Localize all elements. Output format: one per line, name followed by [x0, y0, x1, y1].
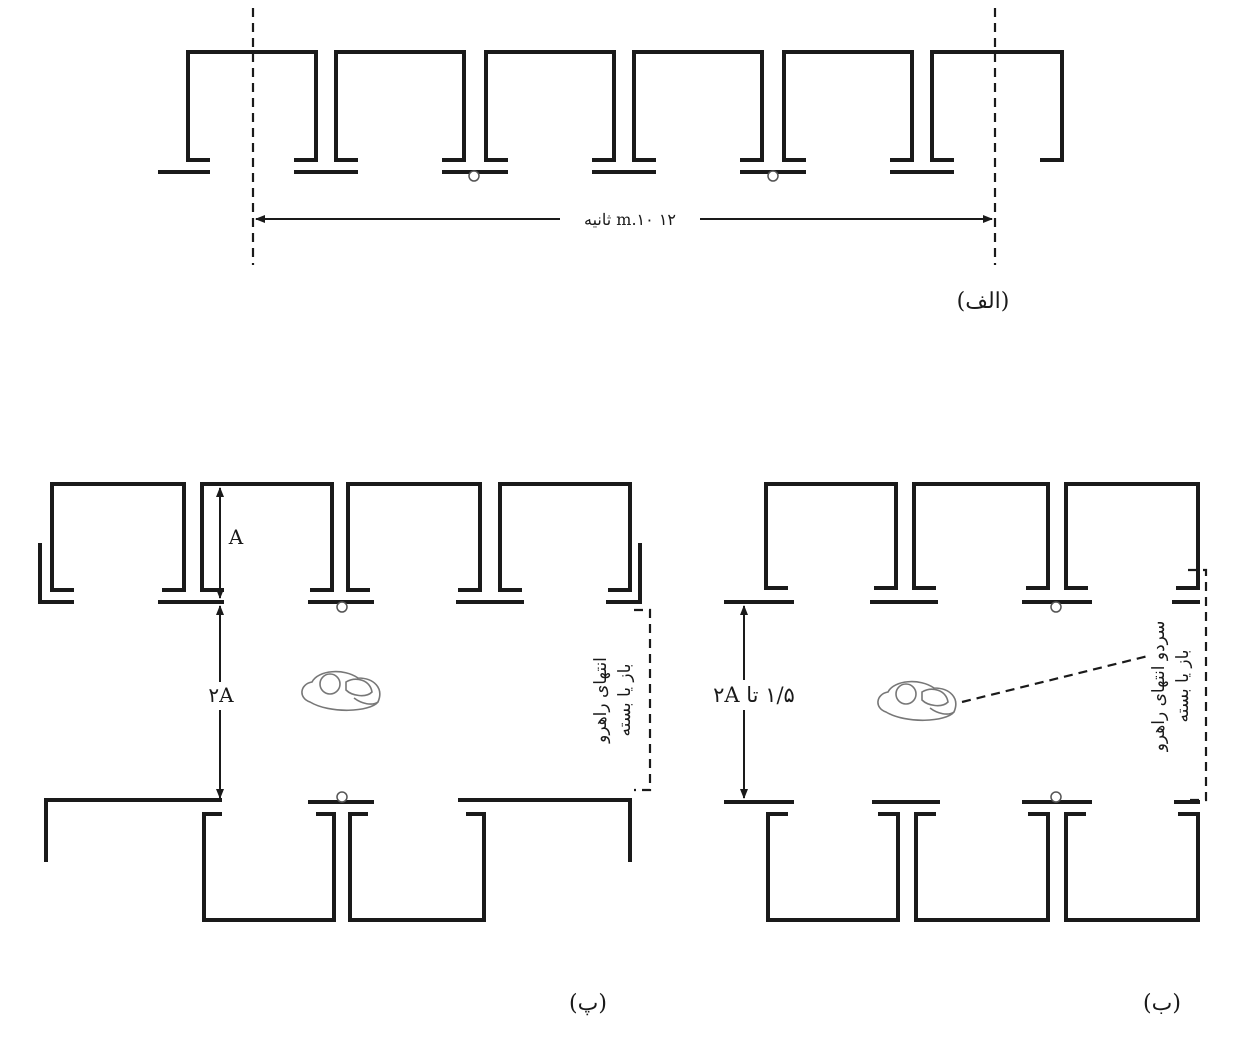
corridor-end-bracket: [634, 608, 652, 792]
panel-b-bottom-rooms: [724, 800, 1200, 922]
panel-label-b: (ب): [1143, 991, 1181, 1016]
panel-label-p: (پ): [569, 991, 607, 1016]
corridor-end-bracket: [1188, 568, 1208, 802]
corridor-note-line2: باز یا بسته: [1173, 650, 1193, 723]
panel-p-top-rooms: [38, 482, 642, 604]
panel-p: A ۲A انتهای راهرو باز یا بسته (پ): [38, 482, 652, 1016]
pointer-line: [961, 654, 1149, 704]
dimension-label-a: ۱۲ m.۱۰ ثانیه: [584, 210, 676, 229]
ceiling-lamp-icon: [767, 170, 779, 182]
panel-a-rooms: [158, 50, 1064, 174]
corridor-width-label: ۱/۵ تا ۲A: [713, 683, 795, 707]
ceiling-lamp-icon: [336, 601, 348, 613]
panel-label-a: (الف): [957, 289, 1010, 314]
panel-p-bottom-rooms: [44, 798, 632, 922]
corridor-note-line2: باز یا بسته: [615, 664, 635, 737]
corridor-width-label: ۲A: [208, 683, 234, 707]
corridor-note-line1: انتهای راهرو: [591, 657, 611, 744]
patient-bed-icon: [877, 680, 957, 722]
panel-b: ۱/۵ تا ۲A سردو انتهای راهرو باز یا بسته …: [698, 482, 1208, 1016]
corridor-note-line1: سردو انتهای راهرو: [1149, 621, 1169, 753]
patient-bed-icon: [301, 670, 381, 712]
panel-a: ۱۲ m.۱۰ ثانیه (الف): [158, 8, 1064, 314]
ceiling-lamp-icon: [336, 791, 348, 803]
ceiling-lamp-icon: [1050, 601, 1062, 613]
ceiling-lamp-icon: [468, 170, 480, 182]
room-depth-label: A: [228, 525, 244, 549]
ceiling-lamp-icon: [1050, 791, 1062, 803]
panel-b-top-rooms: [724, 482, 1200, 604]
